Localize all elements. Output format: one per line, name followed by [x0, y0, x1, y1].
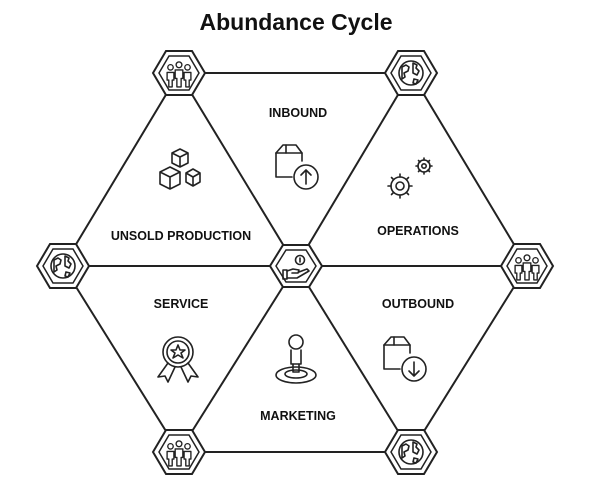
hand-coins-icon [282, 254, 310, 280]
vertex-badge-left [35, 243, 91, 289]
diagram-title: Abundance Cycle [200, 9, 393, 35]
segment-label-marketing: MARKETING [260, 409, 336, 423]
vertex-badge-bottom-right [383, 429, 439, 475]
box-upload-icon [275, 144, 319, 190]
award-badge-icon [157, 336, 199, 383]
vertex-badge-right [499, 243, 555, 289]
segment-label-operations: OPERATIONS [377, 224, 459, 238]
vertex-badge-top-left [151, 50, 207, 96]
gears-icon [387, 157, 433, 199]
segment-label-inbound: INBOUND [269, 106, 327, 120]
box-download-icon [383, 336, 427, 382]
segment-label-unsold-production: UNSOLD PRODUCTION [111, 229, 251, 243]
segment-label-outbound: OUTBOUND [382, 297, 454, 311]
vertex-badge-top-right [383, 50, 439, 96]
hexagon-spokes [63, 72, 527, 453]
vertex-badge-bottom-left [151, 429, 207, 475]
segment-label-service: SERVICE [154, 297, 209, 311]
boxes-icon [159, 148, 201, 190]
center-badge [268, 244, 324, 288]
person-target-icon [275, 334, 317, 384]
